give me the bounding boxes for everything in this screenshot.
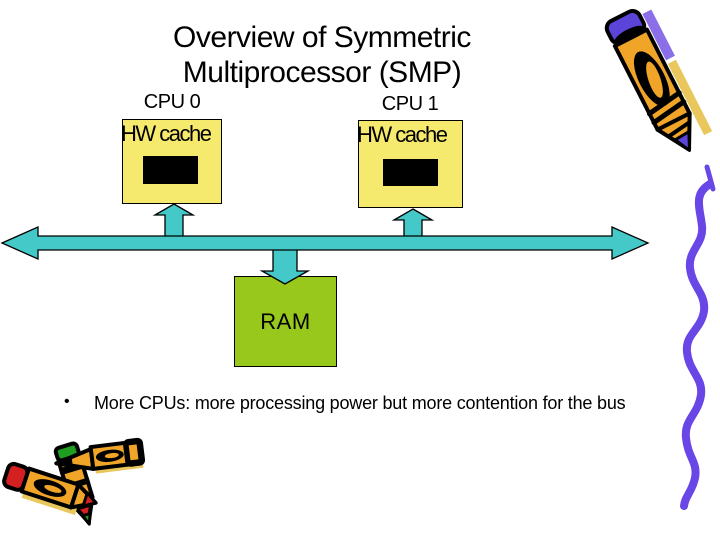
cpu0-cache-rect: [143, 156, 198, 184]
shared-bus-arrow: [0, 225, 650, 261]
crayon-icon: [604, 8, 713, 152]
bullet-marker: •: [64, 393, 70, 410]
slide-title: Overview of Symmetric Multiprocessor (SM…: [92, 20, 552, 90]
cpu0-box: HW cache: [121, 119, 222, 204]
cpu1-cache-rect: [383, 159, 438, 186]
slide-title-line1: Overview of Symmetric: [173, 21, 471, 54]
ram-label: RAM: [260, 308, 311, 334]
cpu1-label: CPU 1: [381, 93, 439, 115]
ram-box: RAM: [234, 276, 337, 367]
cpu0-bus-arrow: [152, 203, 196, 245]
crayon-tip-mark: [704, 164, 716, 192]
cpu1-cache-label: HW cache: [357, 122, 448, 147]
bullet-item: • More CPUs: more processing power but m…: [64, 391, 639, 415]
slide-title-line2: Multiprocessor (SMP): [182, 56, 462, 89]
squiggle-line-icon: [680, 180, 714, 510]
cpu0-label: CPU 0: [143, 91, 201, 113]
crayons-icon: [2, 437, 146, 526]
bullet-text: More CPUs: more processing power but mor…: [94, 393, 626, 413]
cpu1-bus-arrow: [391, 208, 435, 245]
cpu0-cache-label: HW cache: [121, 121, 212, 146]
cpu1-box: HW cache: [357, 120, 463, 208]
